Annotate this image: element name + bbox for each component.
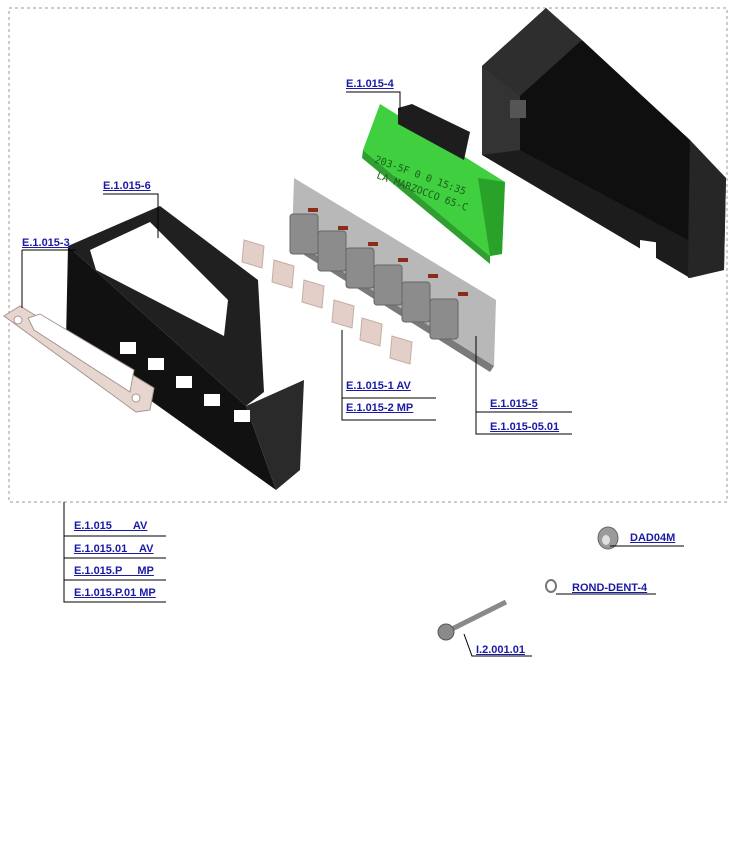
label-gasket[interactable]: E.1.015-3 bbox=[22, 237, 70, 249]
label-button-av[interactable]: E.1.015-1 AV bbox=[346, 380, 411, 392]
label-front-frame[interactable]: E.1.015-6 bbox=[103, 180, 151, 192]
label-screw[interactable]: I.2.001.01 bbox=[476, 644, 525, 656]
keypad-plate[interactable] bbox=[289, 178, 496, 372]
front-frame[interactable] bbox=[66, 206, 304, 490]
label-assembly-2[interactable]: E.1.015.01 AV bbox=[74, 543, 154, 555]
rear-housing[interactable] bbox=[482, 8, 726, 301]
gasket[interactable] bbox=[3, 305, 155, 413]
label-button-mp[interactable]: E.1.015-2 MP bbox=[346, 402, 414, 414]
screw-i2001[interactable] bbox=[437, 599, 508, 641]
label-nut[interactable]: DAD04M bbox=[630, 532, 676, 544]
label-display-pcb[interactable]: E.1.015-4 bbox=[346, 78, 394, 90]
label-assembly-3[interactable]: E.1.015.P MP bbox=[74, 565, 154, 577]
nut-dad04m[interactable] bbox=[597, 526, 619, 550]
leader-lines bbox=[21, 91, 684, 657]
label-assembly-4[interactable]: E.1.015.P.01 MP bbox=[74, 587, 156, 599]
label-keypad-alt[interactable]: E.1.015-05.01 bbox=[490, 421, 560, 433]
label-washer[interactable]: ROND-DENT-4 bbox=[572, 582, 648, 594]
label-assembly-1[interactable]: E.1.015 AV bbox=[74, 520, 148, 532]
button-overlays[interactable] bbox=[241, 239, 413, 365]
label-keypad[interactable]: E.1.015-5 bbox=[490, 398, 538, 410]
washer-rond-dent-4[interactable] bbox=[545, 579, 557, 593]
